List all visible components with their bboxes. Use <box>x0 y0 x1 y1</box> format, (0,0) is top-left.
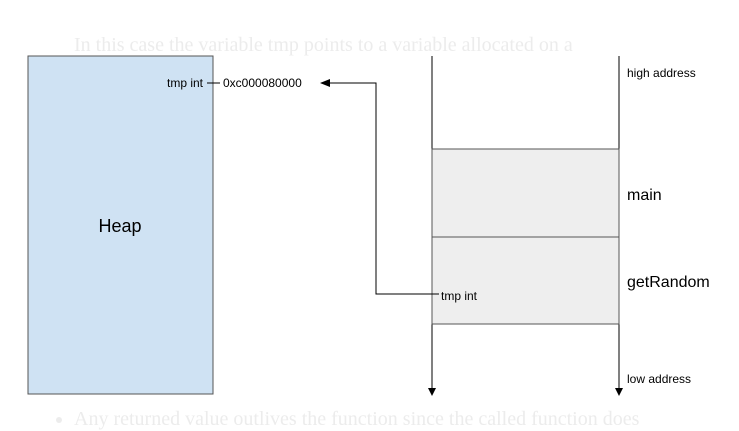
low-address-label: low address <box>627 372 691 386</box>
heap-label: Heap <box>98 216 141 236</box>
background-text-bottom: Any returned value outlives the function… <box>56 408 739 431</box>
high-address-label: high address <box>627 66 696 80</box>
frame-label-getrandom: getRandom <box>627 274 710 291</box>
heap-address: 0xc000080000 <box>223 76 302 90</box>
stack-frame-getrandom <box>431 236 620 325</box>
heap-block <box>27 55 214 395</box>
pointer-arrow <box>320 79 439 295</box>
frame-label-main: main <box>627 187 662 204</box>
stack-right-arrow-icon <box>615 388 623 396</box>
stack-left-arrow-icon <box>428 388 436 396</box>
stack-variable-label: tmp int <box>441 289 478 303</box>
bullet-dot <box>56 417 62 424</box>
stack-frame-main <box>431 148 620 238</box>
heap-variable-label: tmp int <box>167 76 204 90</box>
background-text-top: In this case the variable tmp points to … <box>74 34 573 56</box>
